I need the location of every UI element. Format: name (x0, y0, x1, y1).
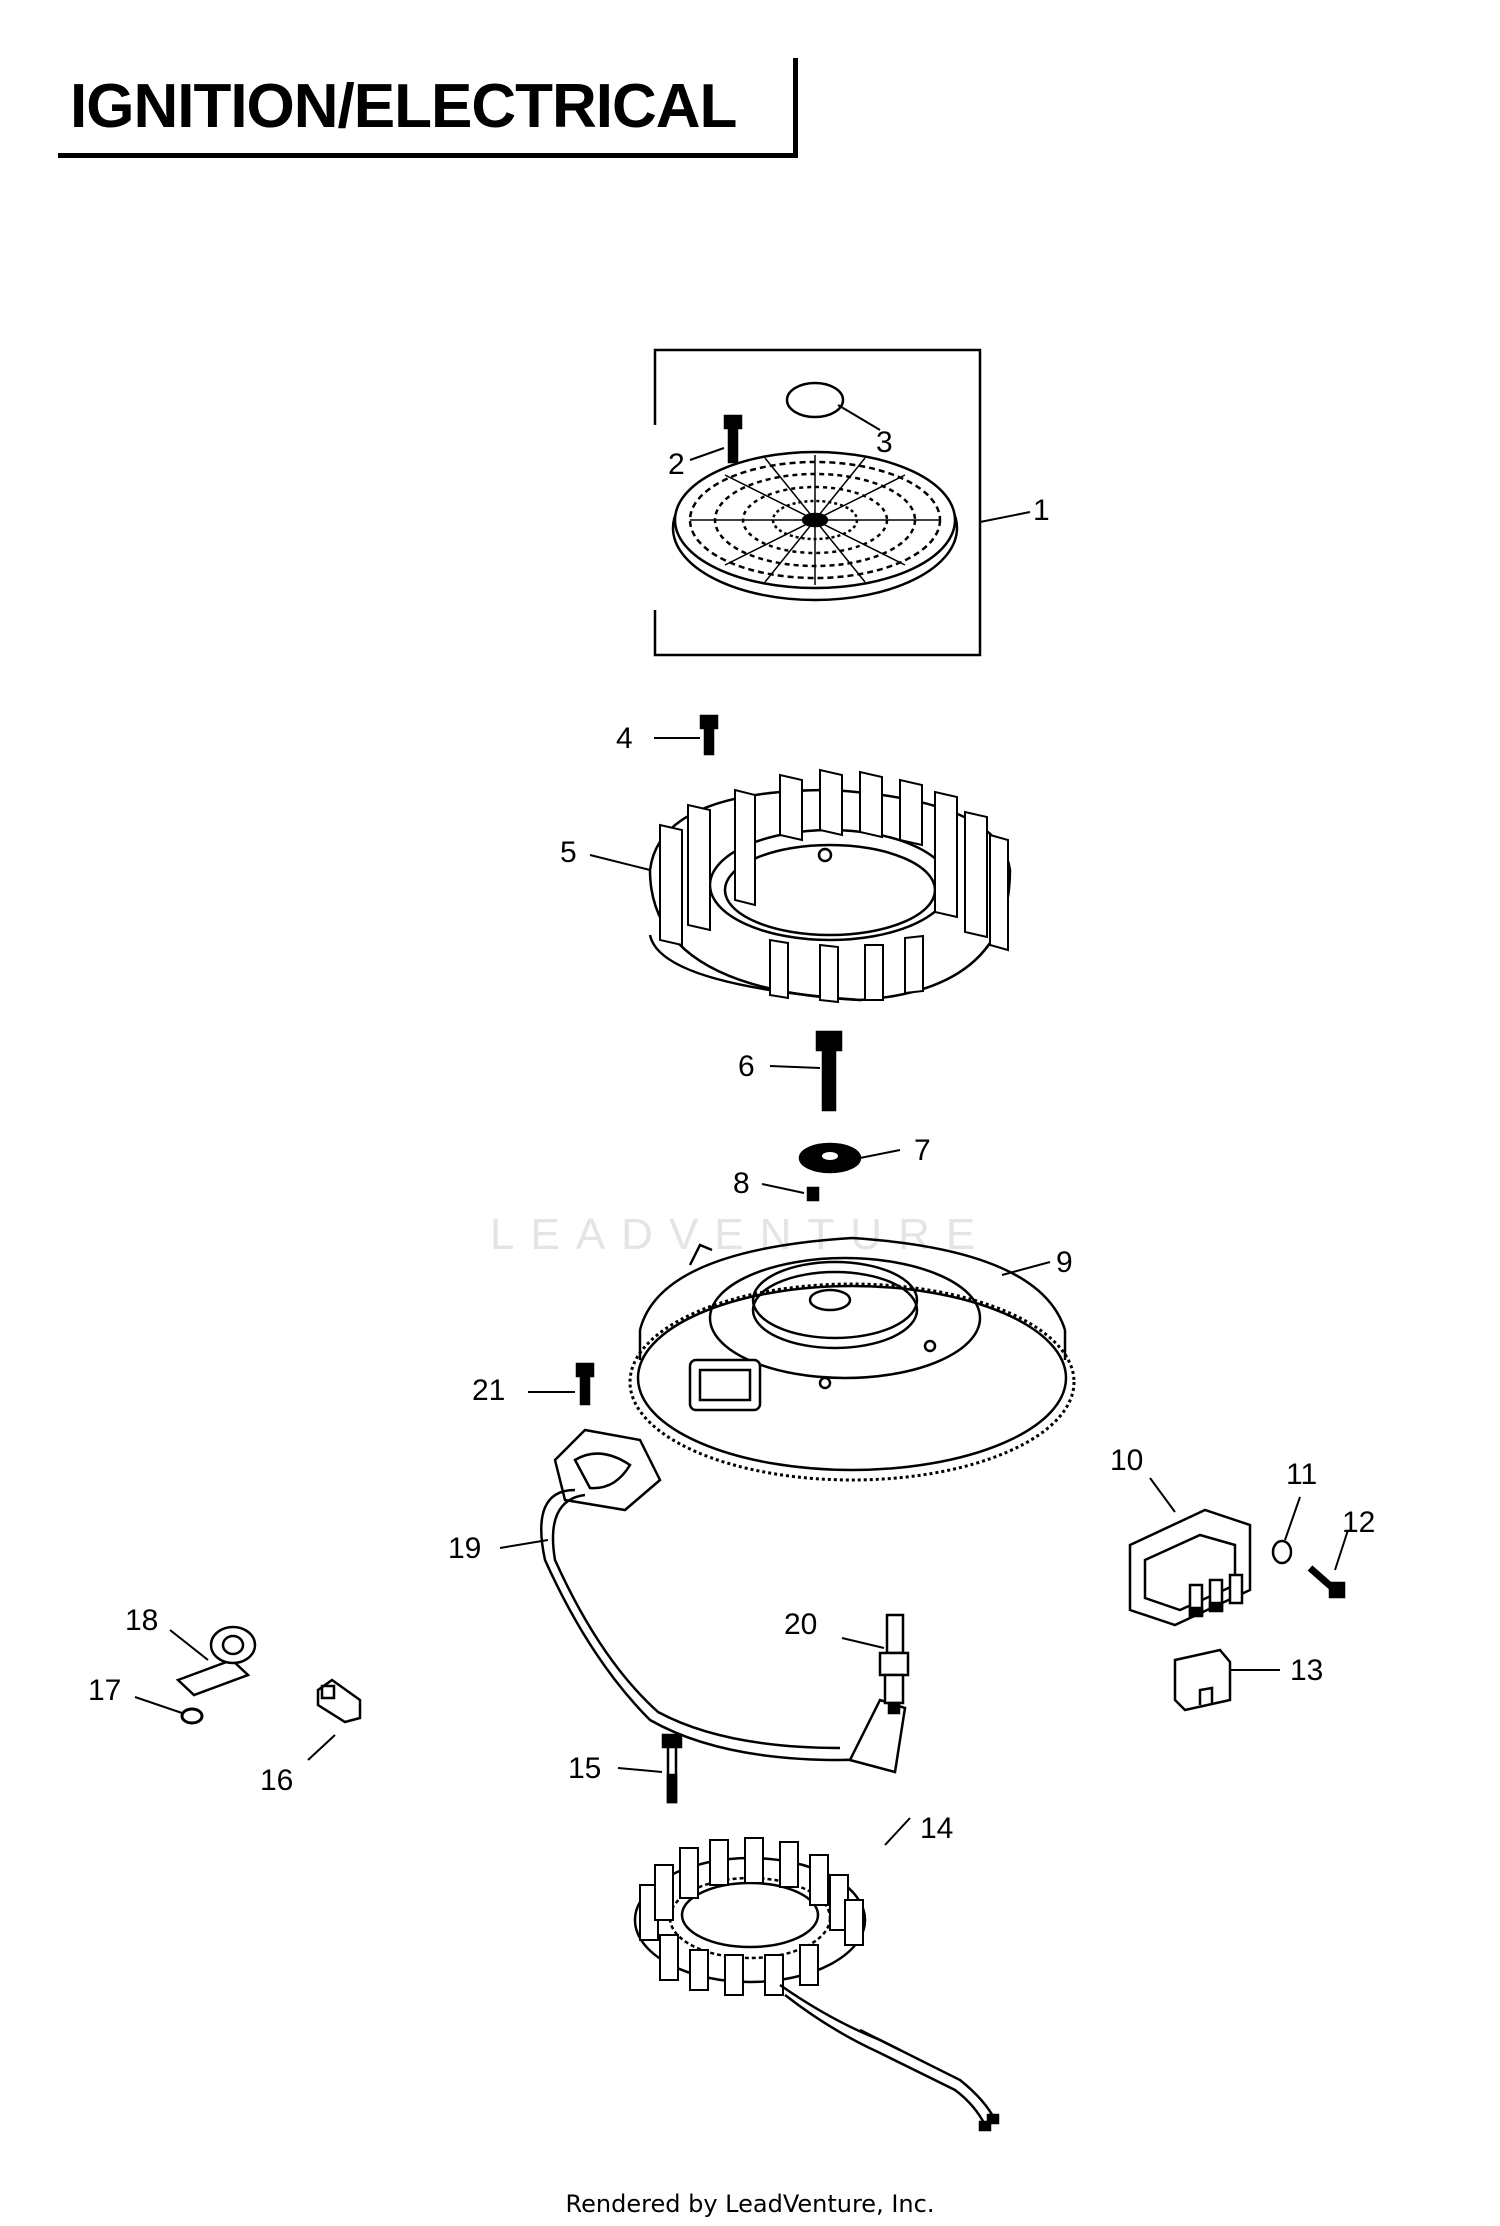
part-7-washer (798, 1142, 862, 1174)
part-4-screw (699, 714, 719, 756)
callout-2: 2 (668, 448, 685, 481)
footer-credit: Rendered by LeadVenture, Inc. (565, 2190, 935, 2218)
callout-15: 15 (568, 1752, 601, 1785)
callout-3: 3 (876, 426, 893, 459)
part-8-key (806, 1186, 820, 1202)
callout-8: 8 (733, 1167, 750, 1200)
part-20-spark-plug (878, 1613, 910, 1715)
callout-labels: 1 2 3 4 5 6 7 8 9 10 11 12 13 14 15 16 1… (88, 426, 1375, 1845)
callout-5: 5 (560, 836, 577, 869)
part-2-screw (723, 414, 743, 464)
callout-13: 13 (1290, 1654, 1323, 1687)
part-17-nut (180, 1707, 204, 1725)
part-10-rectifier-regulator (1128, 1508, 1252, 1627)
callout-1: 1 (1033, 494, 1050, 527)
part-3-decal (785, 381, 845, 419)
page-title: IGNITION/ELECTRICAL (70, 72, 737, 141)
part-1-screen (653, 348, 982, 657)
callout-14: 14 (920, 1812, 953, 1845)
callout-11: 11 (1286, 1458, 1317, 1491)
callout-18: 18 (125, 1604, 158, 1637)
part-9-flywheel (628, 1236, 1076, 1482)
callout-21: 21 (472, 1374, 505, 1407)
part-6-flywheel-bolt (815, 1030, 843, 1112)
leader-lines (134, 404, 1349, 1846)
part-16-clip (316, 1678, 362, 1724)
part-14-stator (633, 1837, 1000, 2132)
callout-4: 4 (616, 722, 633, 755)
part-15-screw (661, 1733, 683, 1804)
callout-7: 7 (914, 1134, 931, 1167)
part-19-ignition-module (540, 1428, 907, 1774)
callout-12: 12 (1342, 1506, 1375, 1539)
part-21-screw (575, 1362, 595, 1406)
callout-16: 16 (260, 1764, 293, 1797)
title-box: IGNITION/ELECTRICAL (58, 58, 798, 158)
part-5-fan (648, 768, 1012, 1004)
callout-17: 17 (88, 1674, 121, 1707)
callout-19: 19 (448, 1532, 481, 1565)
callout-6: 6 (738, 1050, 755, 1083)
callout-20: 20 (784, 1608, 817, 1641)
part-13-connector (1173, 1648, 1232, 1712)
part-12-screw (1307, 1565, 1346, 1599)
watermark-text: LEADVENTURE (490, 1210, 992, 1259)
callout-10: 10 (1110, 1444, 1143, 1477)
part-11-washer (1271, 1539, 1293, 1565)
callout-9: 9 (1056, 1246, 1073, 1279)
part-18-clamp (175, 1625, 257, 1697)
